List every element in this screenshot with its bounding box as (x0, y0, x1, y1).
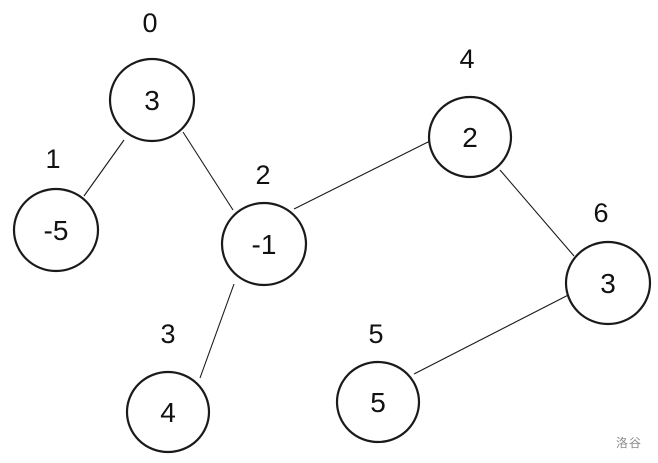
node-circle (125, 370, 211, 454)
node-index-label: 4 (459, 44, 474, 74)
node-circle (220, 201, 308, 287)
edge-2-3 (199, 283, 235, 379)
edge-4-6 (499, 169, 575, 257)
node-index-label: 3 (160, 319, 175, 349)
node-circle (108, 57, 196, 143)
node-value: 2 (462, 122, 478, 153)
node-index-label: 1 (45, 144, 60, 174)
edge-0-2 (182, 131, 234, 211)
node-value: -5 (44, 215, 69, 246)
node-value: 3 (600, 268, 616, 299)
node-1: -5 1 (12, 144, 100, 273)
node-0: 30 (108, 8, 196, 143)
edge-2-4 (293, 139, 433, 210)
node-2: -1 2 (220, 160, 308, 287)
edge-0-1 (83, 139, 125, 197)
node-circle (12, 187, 100, 273)
edge-6-5 (413, 287, 583, 375)
node-5: 55 (335, 319, 421, 444)
node-index-label: 5 (368, 319, 383, 349)
edges-layer (83, 131, 583, 379)
node-value: -1 (252, 229, 277, 260)
node-index-label: 0 (142, 8, 157, 38)
node-circle (564, 240, 652, 326)
node-index-label: 6 (593, 198, 608, 228)
node-value: 4 (160, 397, 176, 428)
node-3: 43 (125, 319, 211, 454)
watermark-text: 洛谷 (615, 436, 642, 450)
node-value: 5 (370, 387, 386, 418)
node-circle (335, 360, 421, 444)
node-index-label: 2 (255, 160, 270, 190)
node-4: 24 (427, 44, 513, 179)
node-value: 3 (144, 85, 160, 116)
node-6: 36 (564, 198, 652, 326)
node-circle (427, 95, 513, 179)
